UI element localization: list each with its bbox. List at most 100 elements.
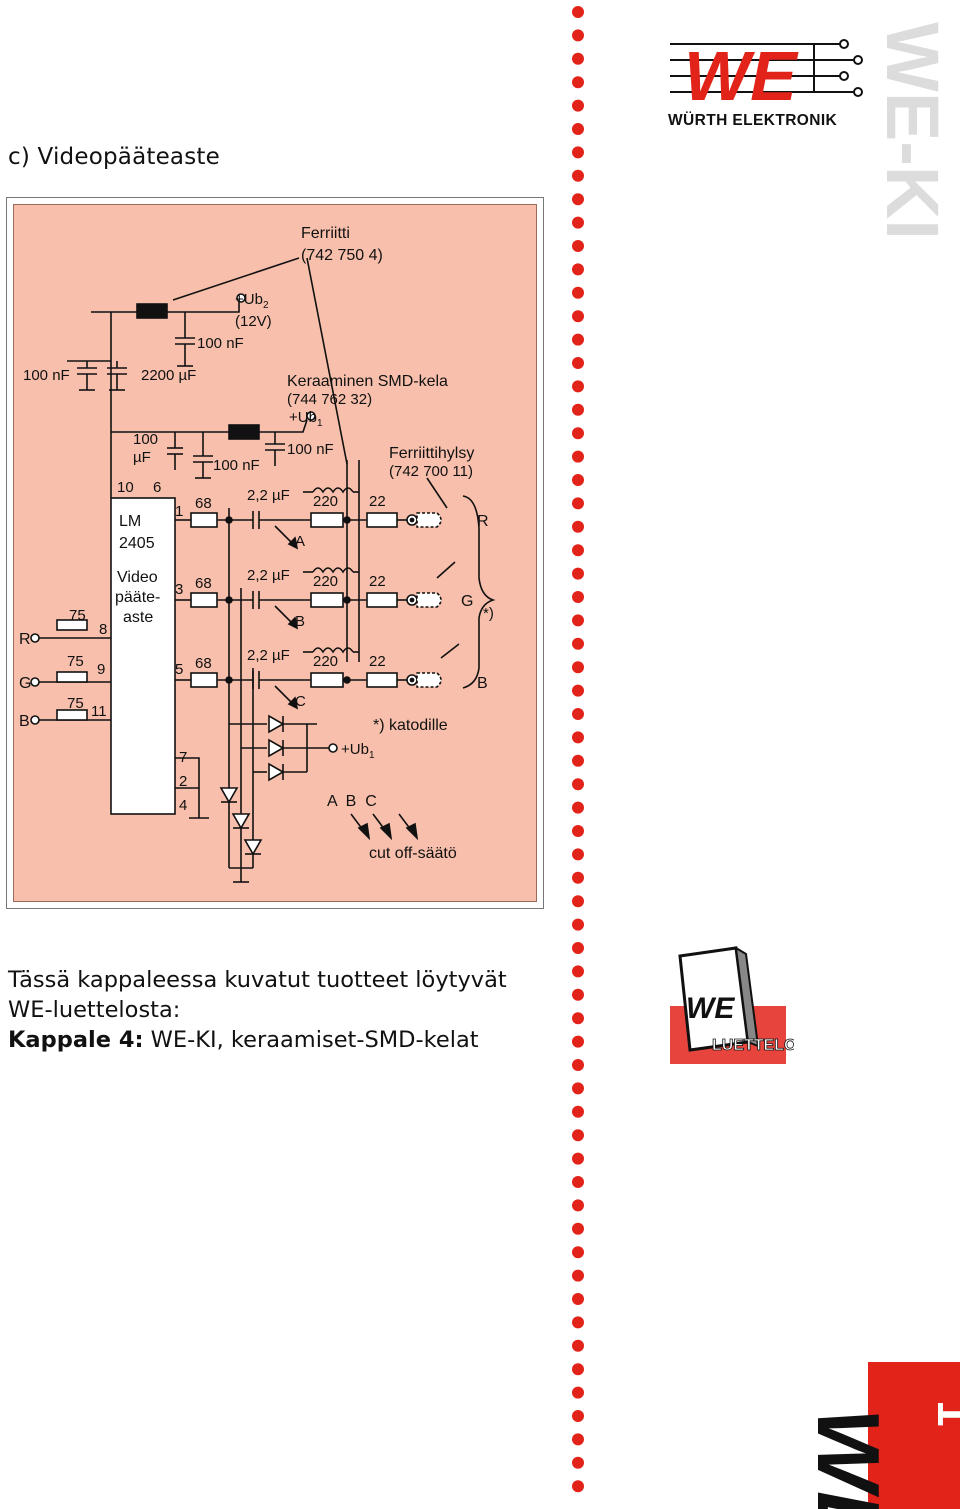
cap-left-100nf-label: 100 nF bbox=[23, 367, 70, 384]
corner-mark: 1 bbox=[927, 1400, 960, 1427]
pin-5: 5 bbox=[175, 661, 183, 678]
pin-11: 11 bbox=[91, 703, 107, 720]
ferrite-label: Ferriitti bbox=[301, 225, 350, 242]
we-logo: WE bbox=[670, 37, 863, 115]
catalog-book-icon: WE LUETTELO bbox=[670, 946, 794, 1064]
corner-we-text: WE bbox=[808, 1408, 898, 1509]
dot-decoration bbox=[572, 380, 584, 393]
input-b-resistor-label: 75 bbox=[67, 695, 84, 712]
dot-decoration bbox=[572, 1012, 584, 1025]
dot-decoration bbox=[572, 1433, 584, 1446]
pin-10: 10 bbox=[117, 479, 134, 496]
dot-decoration bbox=[572, 544, 584, 557]
input-b-label: B bbox=[19, 713, 30, 730]
dot-decoration bbox=[572, 825, 584, 837]
ferrite-part-label: (742 750 4) bbox=[301, 247, 383, 264]
dot-decoration bbox=[572, 76, 584, 89]
dot-decoration bbox=[572, 474, 584, 486]
cap-100nf-b-label: 100 nF bbox=[287, 441, 334, 458]
ceramic-coil-label: Keraaminen SMD-kela bbox=[287, 373, 448, 390]
dot-decoration bbox=[572, 988, 584, 1001]
dot-decoration bbox=[572, 146, 584, 159]
dot-decoration bbox=[572, 497, 584, 510]
input-g-label: G bbox=[19, 675, 31, 692]
body-line-1: Tässä kappaleessa kuvatut tuotteet löyty… bbox=[8, 967, 507, 993]
ic-func-a: Video bbox=[117, 569, 158, 586]
body-line-2: WE-luettelosta: bbox=[8, 997, 181, 1023]
dot-decoration bbox=[572, 895, 584, 908]
row-c-cap-label: 2,2 µF bbox=[247, 647, 290, 664]
dot-decoration bbox=[572, 263, 584, 276]
dot-decoration bbox=[572, 661, 584, 674]
schematic-background bbox=[13, 204, 537, 902]
dot-decoration bbox=[572, 6, 584, 18]
dot-decoration bbox=[572, 1035, 584, 1048]
cap-2200uf-label: 2200 µF bbox=[141, 367, 196, 384]
input-g-resistor-label: 75 bbox=[67, 653, 84, 670]
row-c-res68-label: 68 bbox=[195, 655, 212, 672]
ferrite-sleeve-part-label: (742 700 11) bbox=[389, 463, 473, 480]
company-name: WÜRTH ELEKTRONIK bbox=[668, 112, 838, 129]
dot-decoration bbox=[572, 169, 584, 182]
dot-decoration bbox=[572, 1456, 584, 1469]
ic-func-c: aste bbox=[123, 609, 153, 626]
dot-decoration bbox=[572, 1316, 584, 1329]
ub1-bottom-label: +Ub1 bbox=[341, 741, 375, 761]
row-b-res68-label: 68 bbox=[195, 575, 212, 592]
dot-decoration bbox=[572, 754, 584, 767]
dot-decoration bbox=[572, 1222, 584, 1235]
ferrite-sleeve-label: Ferriittihylsy bbox=[389, 445, 474, 462]
ub1-label: +Ub1 bbox=[289, 409, 323, 429]
output-g-label: G bbox=[461, 593, 473, 610]
input-r-label: R bbox=[19, 631, 31, 648]
dot-decoration bbox=[572, 1176, 584, 1188]
dot-decoration bbox=[572, 1129, 584, 1142]
cap-100nf-label: 100 nF bbox=[197, 335, 244, 352]
row-a-cap-label: 2,2 µF bbox=[247, 487, 290, 504]
dot-decoration bbox=[572, 1152, 584, 1165]
ub2-voltage-label: (12V) bbox=[235, 313, 272, 330]
dot-decoration bbox=[572, 403, 584, 416]
ceramic-part-label: (744 762 32) bbox=[287, 391, 372, 408]
cap-100nf-c-label: 100 nF bbox=[213, 457, 260, 474]
pin-3: 3 bbox=[175, 581, 183, 598]
dot-decoration bbox=[572, 240, 584, 252]
pin-9: 9 bbox=[97, 661, 105, 678]
dot-decoration bbox=[572, 918, 584, 931]
row-a-res68-label: 68 bbox=[195, 495, 212, 512]
dot-decoration bbox=[572, 871, 584, 884]
cap-100uf-label-b: µF bbox=[133, 449, 151, 466]
body-chapter-label: Kappale 4: bbox=[8, 1027, 144, 1053]
catalog-label: LUETTELO bbox=[712, 1037, 794, 1054]
dot-decoration bbox=[572, 193, 584, 206]
dot-decoration bbox=[572, 965, 584, 978]
pin-4: 4 bbox=[179, 797, 187, 814]
dot-decoration bbox=[572, 778, 584, 791]
row-c-res22-label: 22 bbox=[369, 653, 386, 670]
dot-decoration bbox=[572, 848, 584, 861]
dot-decoration bbox=[572, 427, 584, 440]
pin-2: 2 bbox=[179, 773, 187, 790]
pin-7: 7 bbox=[179, 749, 187, 766]
row-b-res220-label: 220 bbox=[313, 573, 338, 590]
cathode-note-label: *) katodille bbox=[373, 717, 448, 734]
body-chapter-text: WE-KI, keraamiset-SMD-kelat bbox=[143, 1027, 479, 1053]
cap-100uf-label-a: 100 bbox=[133, 431, 158, 448]
row-b-channel-label: B bbox=[295, 613, 305, 630]
dot-decoration bbox=[572, 1059, 584, 1071]
dot-decoration bbox=[572, 1199, 584, 1212]
dot-decoration bbox=[572, 520, 584, 533]
dot-decoration bbox=[572, 1386, 584, 1399]
cutoff-label: cut off-säätö bbox=[369, 845, 457, 862]
section-title: c) Videopääteaste bbox=[8, 144, 220, 170]
dot-decoration bbox=[572, 1269, 584, 1282]
we-logo-text: WE bbox=[684, 37, 799, 115]
catalog-we-text: WE bbox=[686, 992, 735, 1025]
dot-decoration bbox=[572, 1105, 584, 1118]
row-a-res220-label: 220 bbox=[313, 493, 338, 510]
ic-func-b: pääte- bbox=[115, 589, 160, 606]
abc-label: A B C bbox=[327, 793, 377, 810]
dot-decoration bbox=[572, 1339, 584, 1352]
ic-name-b: 2405 bbox=[119, 535, 155, 552]
pin-6: 6 bbox=[153, 479, 161, 496]
